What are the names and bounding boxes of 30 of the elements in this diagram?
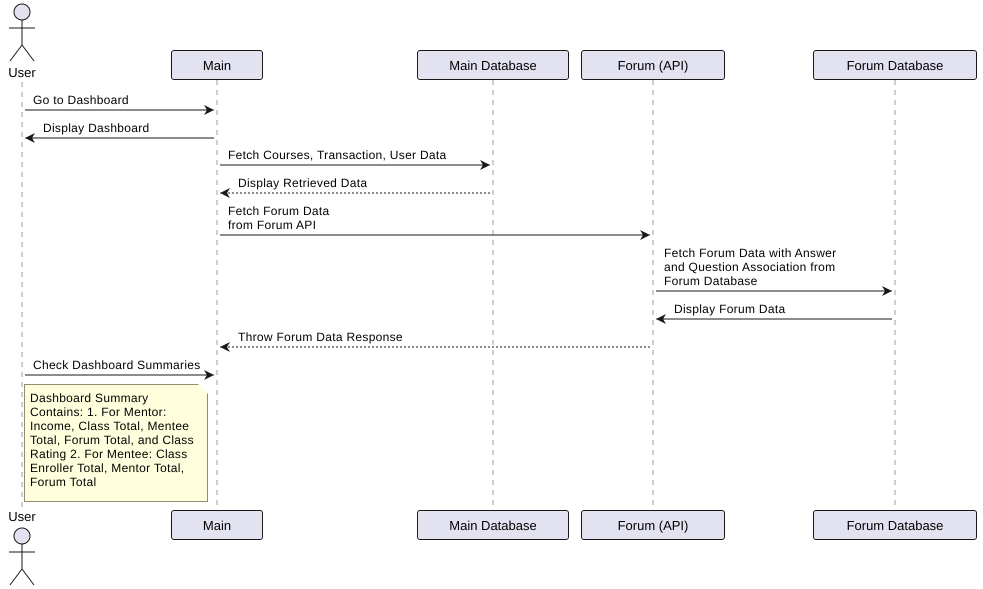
participant-box: Main bbox=[171, 50, 263, 80]
return-arrow bbox=[220, 342, 650, 352]
message-label: Throw Forum Data Response bbox=[238, 330, 403, 344]
participant-box: Main Database bbox=[417, 510, 569, 540]
message-arrow bbox=[656, 314, 892, 324]
message-arrow bbox=[656, 286, 892, 296]
message-label: Display Dashboard bbox=[43, 121, 150, 135]
message-arrow bbox=[24, 133, 214, 143]
participant-box: Forum (API) bbox=[581, 50, 725, 80]
participant-box: Forum Database bbox=[813, 510, 977, 540]
participant-box: Main bbox=[171, 510, 263, 540]
participant-box: Forum (API) bbox=[581, 510, 725, 540]
actor-name: User bbox=[7, 65, 37, 80]
message-arrow bbox=[220, 230, 650, 240]
message-arrow bbox=[24, 370, 214, 380]
message-label: Fetch Courses, Transaction, User Data bbox=[228, 148, 447, 162]
message-label: Check Dashboard Summaries bbox=[33, 358, 201, 372]
actor-name: User bbox=[7, 509, 37, 524]
message-label: Fetch Forum Data with Answer and Question Association from Forum Database bbox=[664, 246, 838, 288]
return-arrow bbox=[220, 188, 490, 198]
message-arrow bbox=[24, 105, 214, 115]
message-label: Display Forum Data bbox=[674, 302, 786, 316]
note: Dashboard Summary Contains: 1. For Mentor: Income, Class Total, Mentee Total, Forum Total, and Class Rating 2. For Mentee: Class Enroller Total, Mentor Total, Forum Total bbox=[24, 384, 208, 502]
lifeline bbox=[19, 82, 25, 508]
message-arrow bbox=[220, 160, 490, 170]
message-label: Go to Dashboard bbox=[33, 93, 129, 107]
message-label: Fetch Forum Data from Forum API bbox=[228, 204, 330, 232]
message-label: Display Retrieved Data bbox=[238, 176, 368, 190]
participant-box: Forum Database bbox=[813, 50, 977, 80]
participant-box: Main Database bbox=[417, 50, 569, 80]
